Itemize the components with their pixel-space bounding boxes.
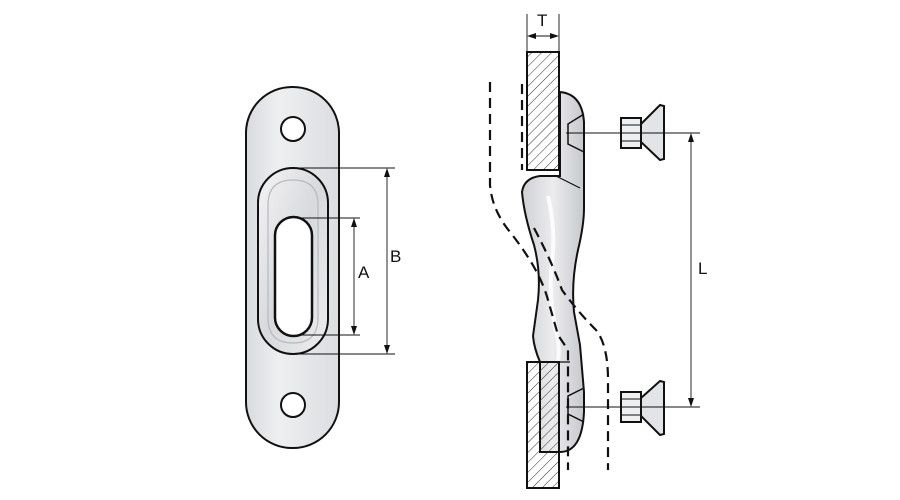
front-slot	[273, 215, 314, 338]
top-panel-section	[526, 51, 560, 171]
bottom-screw	[620, 379, 665, 437]
dimension-a	[300, 217, 360, 336]
dimension-b-label: B	[390, 247, 401, 266]
dimension-b	[293, 167, 395, 355]
side-view: T	[488, 11, 707, 489]
dimension-t-label: T	[537, 11, 547, 30]
bottom-mounting-hole	[280, 392, 306, 418]
top-mounting-hole	[280, 116, 306, 142]
front-view: A B	[245, 86, 401, 449]
dimension-l-label: L	[698, 259, 707, 278]
recess-inner-contour	[267, 179, 319, 344]
top-screw	[620, 103, 665, 162]
top-countersink	[567, 113, 585, 153]
dimension-l	[566, 132, 700, 408]
dimension-a-label: A	[358, 263, 370, 282]
dimension-t	[526, 14, 560, 52]
fastener-bend-highlight	[546, 195, 561, 363]
alternate-position-right-dashed	[533, 227, 610, 470]
bottom-panel-section	[526, 361, 560, 489]
alternate-position-left-dashed	[488, 82, 570, 470]
